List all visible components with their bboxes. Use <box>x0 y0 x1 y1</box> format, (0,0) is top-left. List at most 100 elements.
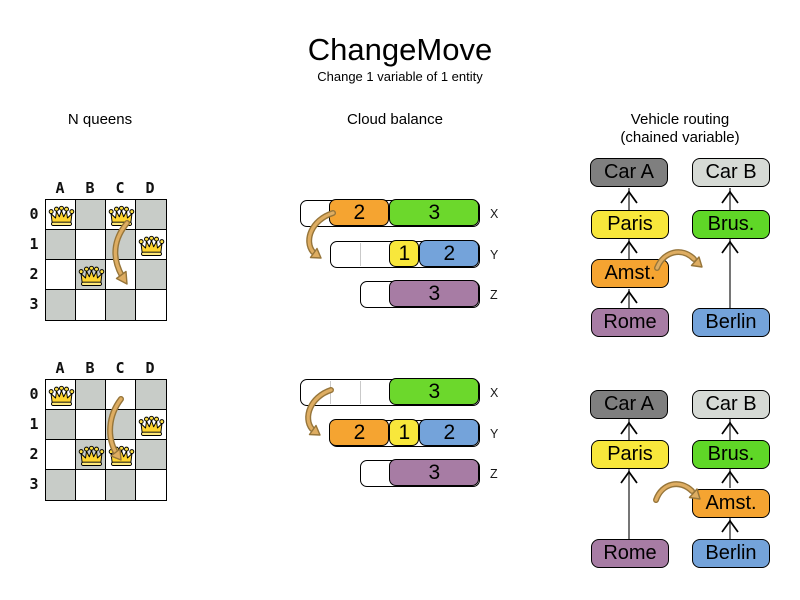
vehicle-node-car-a: Car A <box>590 158 668 187</box>
row-label: 3 <box>29 295 39 313</box>
chess-queen-icon <box>108 205 135 227</box>
board-cell <box>46 440 76 470</box>
queen-c2 <box>108 444 135 468</box>
board-cell <box>76 290 106 320</box>
row-label: 1 <box>29 235 39 253</box>
board-cell <box>46 470 76 500</box>
board-row-labels: 0 1 2 3 <box>25 199 43 319</box>
row-label: 0 <box>29 385 39 403</box>
chess-queen-icon <box>138 415 165 437</box>
board-cell <box>46 260 76 290</box>
slot-divider <box>330 381 331 404</box>
chess-queen-icon <box>138 235 165 257</box>
column-label: C <box>115 179 125 197</box>
page-title: ChangeMove <box>307 32 493 67</box>
row-label: 0 <box>29 205 39 223</box>
computer-row-z: 3 <box>360 459 480 487</box>
computer-label-z: Z <box>490 288 498 302</box>
process-block: 1 <box>389 240 420 268</box>
board-cell <box>46 410 76 440</box>
board-cell <box>106 230 136 260</box>
computer-label-x: X <box>490 207 499 221</box>
chess-queen-icon <box>78 445 105 467</box>
computer-label-x: X <box>490 386 499 400</box>
vehicle-routing-header: Vehicle routing (chained variable) <box>580 111 780 147</box>
vehicle-node-berlin: Berlin <box>692 539 770 568</box>
computer-label-z: Z <box>490 467 498 481</box>
board-cell <box>136 440 166 470</box>
chess-queen-icon <box>108 445 135 467</box>
column-label: D <box>145 359 155 377</box>
chessboard <box>45 199 167 321</box>
column-label: C <box>115 359 125 377</box>
chess-queen-icon <box>48 385 75 407</box>
vehicle-routing-header-line2: (chained variable) <box>620 129 740 146</box>
row-label: 2 <box>29 265 39 283</box>
vehicle-node-paris: Paris <box>591 440 669 469</box>
board-cell <box>76 230 106 260</box>
vehicle-node-rome: Rome <box>591 308 669 337</box>
vehicle-node-car-b: Car B <box>692 158 770 187</box>
board-cell <box>136 260 166 290</box>
board-cell <box>106 410 136 440</box>
process-block: 2 <box>419 240 480 268</box>
column-label: D <box>145 179 155 197</box>
process-block: 2 <box>329 199 390 227</box>
process-block: 3 <box>389 199 480 227</box>
board-cell <box>136 200 166 230</box>
row-label: 2 <box>29 445 39 463</box>
column-label: B <box>85 359 95 377</box>
chain-lines <box>628 188 731 539</box>
board-cell <box>136 470 166 500</box>
queen-b2 <box>78 444 105 468</box>
nqueens-header: N queens <box>67 111 133 128</box>
vehicle-routing-header-line1: Vehicle routing <box>630 111 730 128</box>
queen-b2 <box>78 264 105 288</box>
queen-a0 <box>48 384 75 408</box>
column-label: B <box>85 179 95 197</box>
board-cell <box>76 380 106 410</box>
vehicle-node-paris: Paris <box>591 210 669 239</box>
board-column-labels: A B C D <box>45 359 165 377</box>
column-label: A <box>55 359 65 377</box>
board-column-labels: A B C D <box>45 179 165 197</box>
board-cell <box>76 410 106 440</box>
board-cell <box>46 290 76 320</box>
vehicle-node-amsterdam: Amst. <box>591 259 669 288</box>
queen-d1 <box>138 414 165 438</box>
slot-divider <box>360 243 361 266</box>
row-label: 3 <box>29 475 39 493</box>
computer-row-x: 3 <box>300 378 480 406</box>
computer-label-y: Y <box>490 427 499 441</box>
process-block: 3 <box>389 280 480 308</box>
slot-divider <box>360 381 361 404</box>
board-cell <box>136 380 166 410</box>
board-cell <box>76 470 106 500</box>
vehicle-node-brussels: Brus. <box>692 210 770 239</box>
column-label: A <box>55 179 65 197</box>
board-cell <box>106 260 136 290</box>
board-cell <box>106 470 136 500</box>
vehicle-node-brussels: Brus. <box>692 440 770 469</box>
board-cell <box>46 230 76 260</box>
board-cell <box>136 290 166 320</box>
board-cell <box>106 380 136 410</box>
vehicle-node-berlin: Berlin <box>692 308 770 337</box>
cloud-balance-header: Cloud balance <box>347 111 443 128</box>
computer-row-z: 3 <box>360 280 480 308</box>
vehicle-node-amsterdam: Amst. <box>692 489 770 518</box>
computer-label-y: Y <box>490 248 499 262</box>
board-cell <box>76 200 106 230</box>
queen-d1 <box>138 234 165 258</box>
chess-queen-icon <box>78 265 105 287</box>
process-block: 2 <box>419 419 480 447</box>
process-block: 1 <box>389 419 420 447</box>
chessboard <box>45 379 167 501</box>
process-block: 3 <box>389 459 480 487</box>
chess-queen-icon <box>48 205 75 227</box>
